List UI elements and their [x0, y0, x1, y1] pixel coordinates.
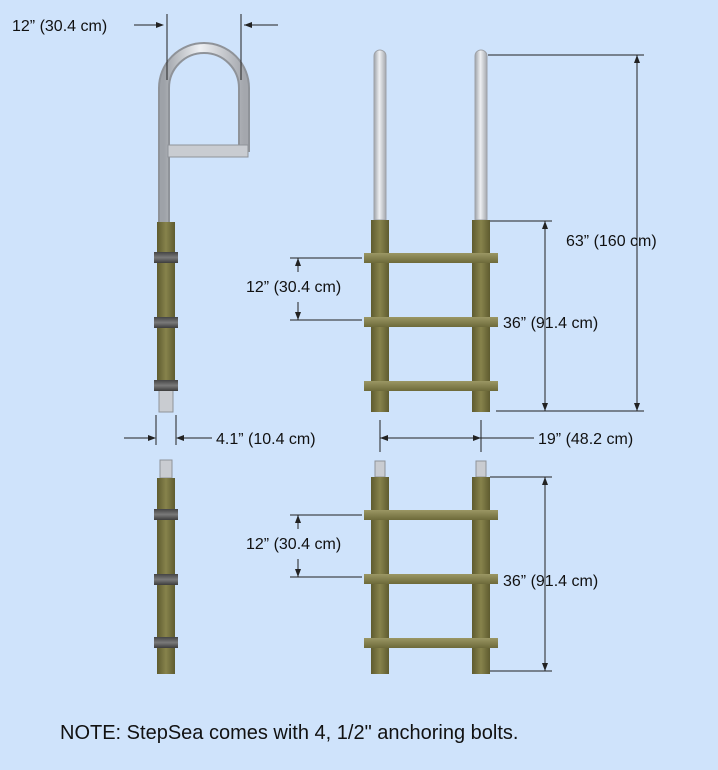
- post-width-label: 4.1” (10.4 cm): [216, 431, 316, 448]
- front-post-right: [472, 220, 490, 412]
- side-bracket-3: [154, 380, 178, 391]
- ladder-width-label: 19” (48.2 cm): [538, 431, 633, 448]
- step-lower-2: [364, 574, 498, 584]
- step-lower-1: [364, 510, 498, 520]
- side-bracket-4: [154, 509, 178, 520]
- front-handrail-right: [474, 49, 488, 221]
- side-bracket-6: [154, 637, 178, 648]
- upper-step-spacing-label: 12” (30.4 cm): [246, 279, 341, 296]
- side-post-lower-cap: [159, 459, 173, 479]
- dimension-labels: 12” (30.4 cm) 63” (160 cm) 12” (30.4 cm)…: [12, 18, 657, 590]
- side-post-upper: [157, 222, 175, 390]
- front-handrail-left: [373, 49, 387, 221]
- handrail-width-label: 12” (30.4 cm): [12, 18, 107, 35]
- front-lower-cap-left: [374, 460, 386, 478]
- total-height-label: 63” (160 cm): [566, 233, 657, 250]
- front-post-left: [371, 220, 389, 412]
- anchoring-bolts-note: NOTE: StepSea comes with 4, 1/2" anchori…: [60, 722, 518, 744]
- handrail-crossbar: [167, 144, 249, 158]
- step-upper-3: [364, 381, 498, 391]
- front-lower-cap-right: [475, 460, 487, 478]
- side-post-stub: [158, 389, 174, 413]
- lower-step-spacing-label: 12” (30.4 cm): [246, 536, 341, 553]
- dimension-lines: [124, 14, 644, 672]
- handrail-loop-highlight: [160, 44, 248, 222]
- step-lower-3: [364, 638, 498, 648]
- handrail-loop: [158, 42, 250, 222]
- front-view-upper: [364, 49, 498, 412]
- side-bracket-1: [154, 252, 178, 263]
- side-view: [154, 42, 250, 674]
- step-upper-1: [364, 253, 498, 263]
- side-bracket-2: [154, 317, 178, 328]
- lower-section-height-label: 36” (91.4 cm): [503, 573, 598, 590]
- side-bracket-5: [154, 574, 178, 585]
- front-view-lower: [364, 460, 498, 674]
- step-upper-2: [364, 317, 498, 327]
- upper-section-height-label: 36” (91.4 cm): [503, 315, 598, 332]
